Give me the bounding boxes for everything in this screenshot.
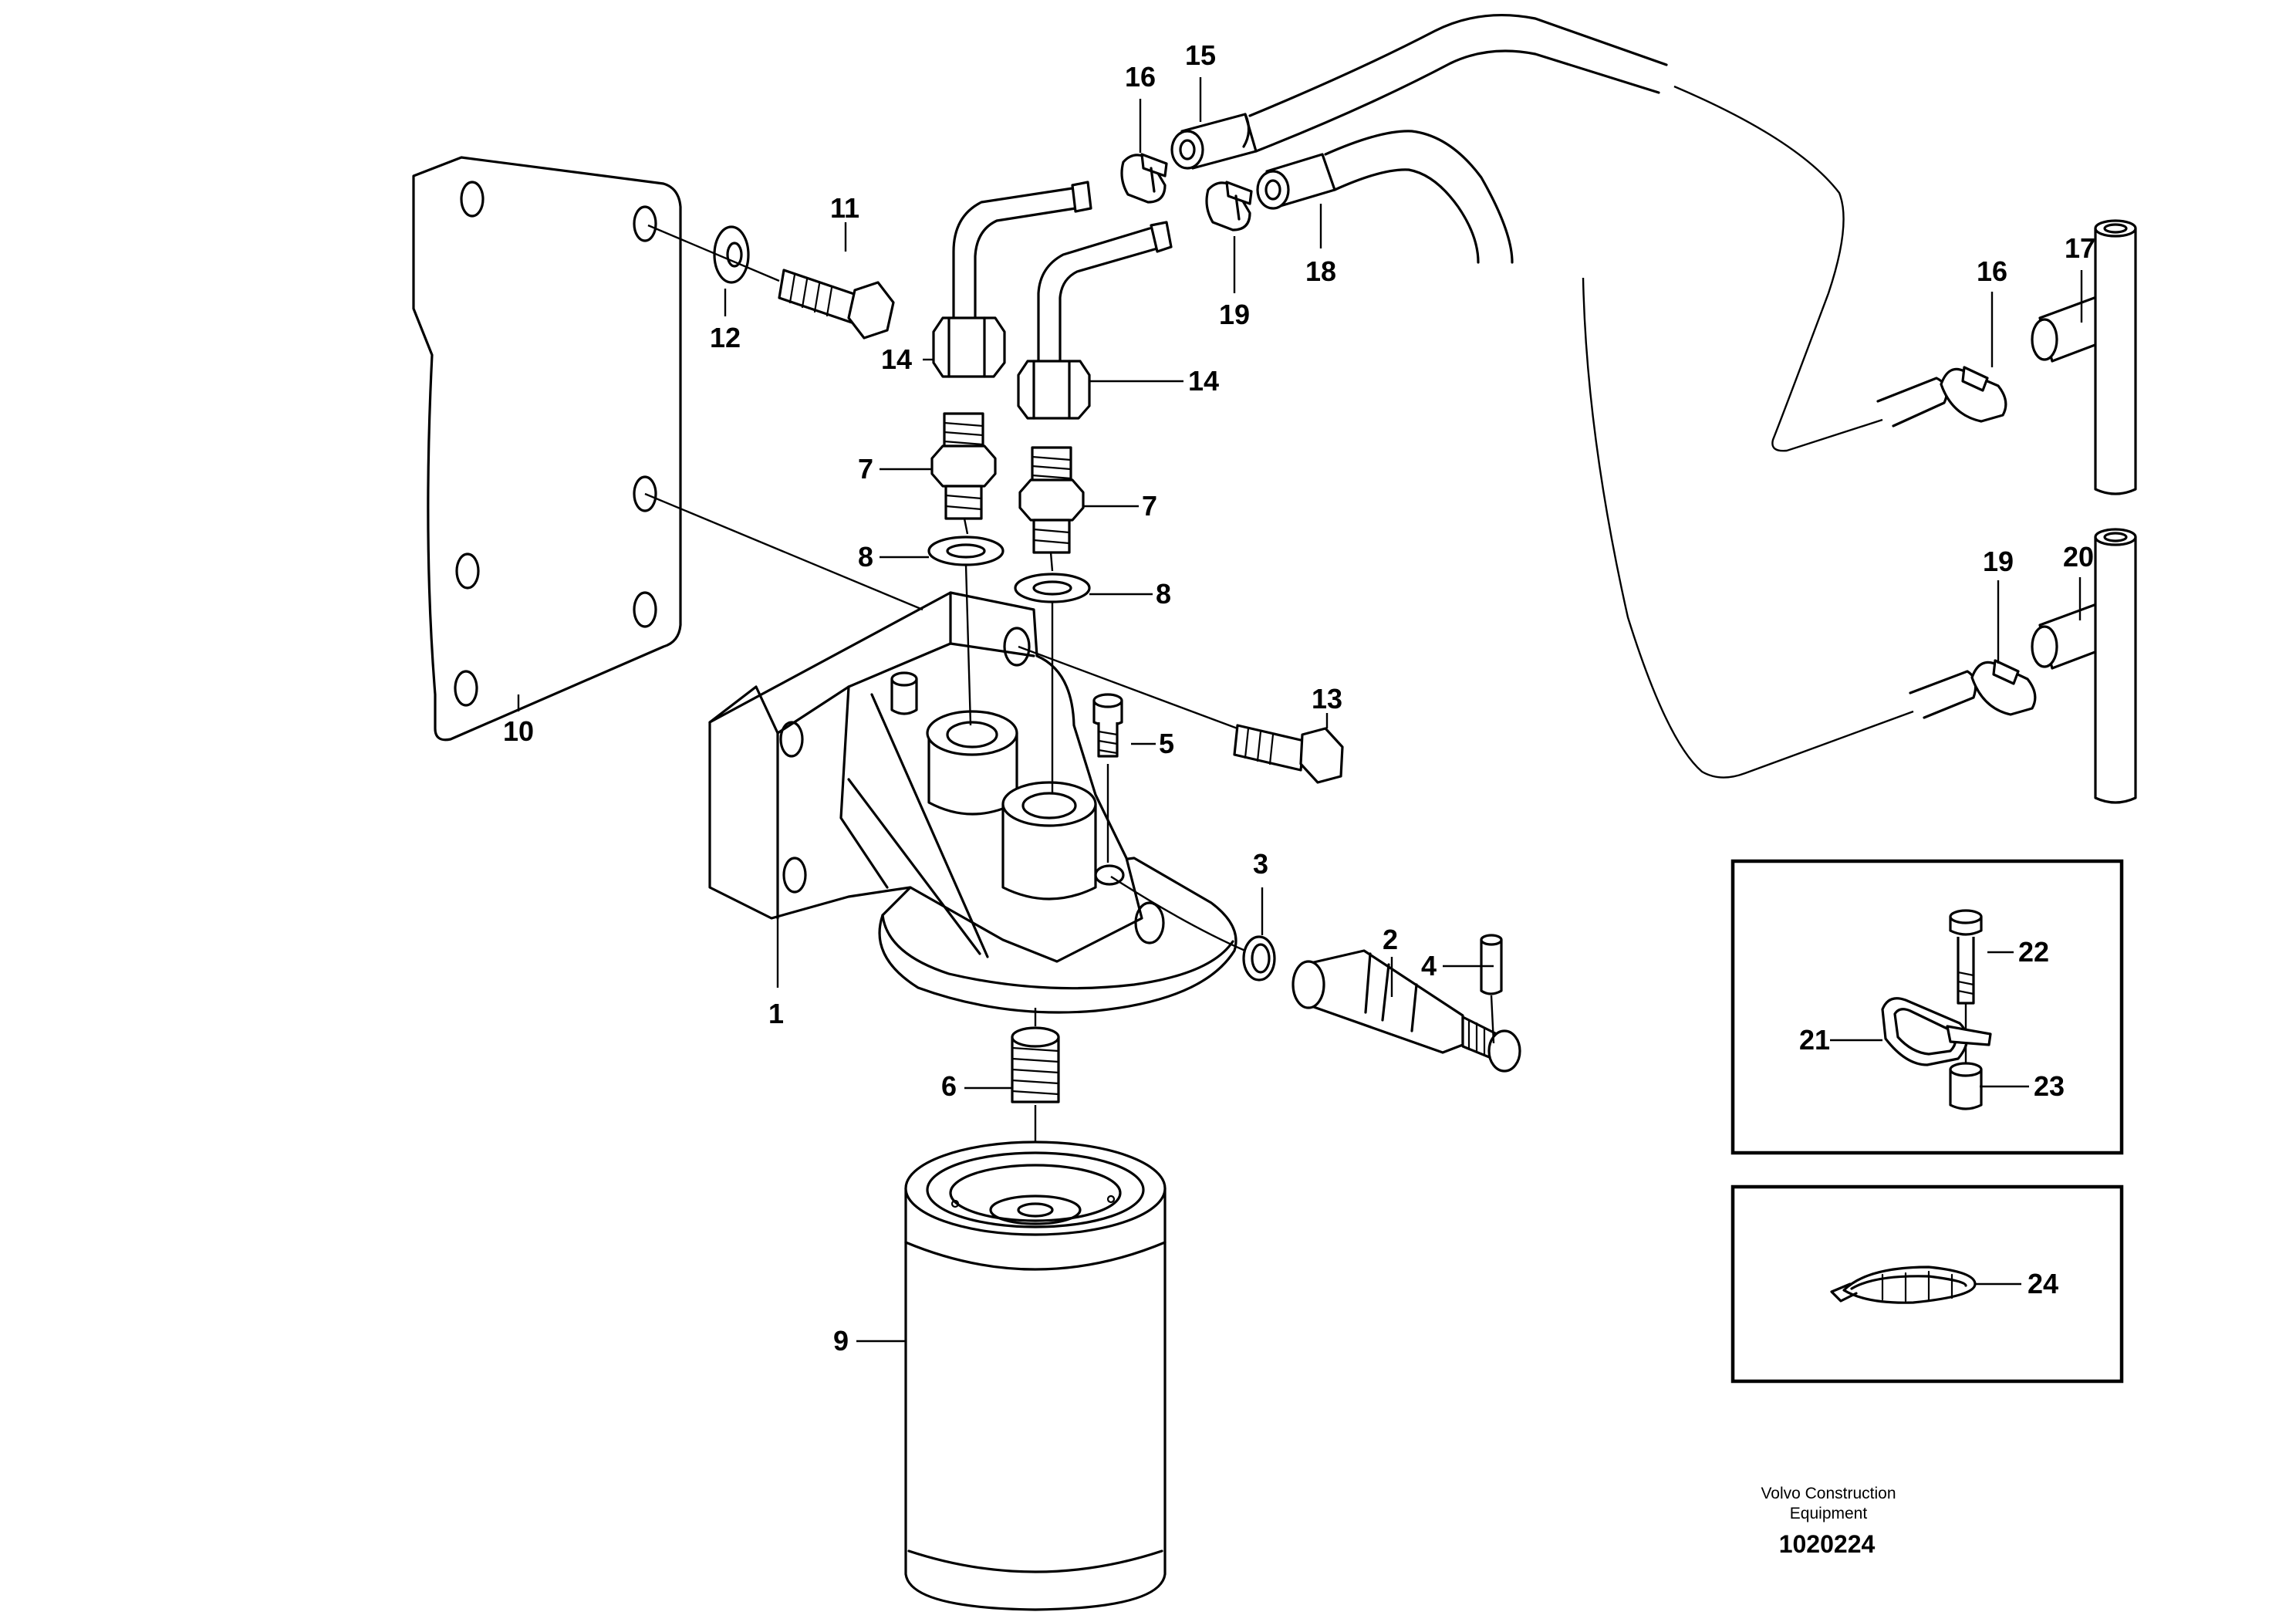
callout-14-right: 14: [1188, 365, 1219, 397]
callout-14-left: 14: [881, 343, 912, 375]
callout-2: 2: [1383, 924, 1398, 955]
callout-20: 20: [2063, 541, 2094, 573]
tee-20: [2031, 528, 2137, 804]
callout-11: 11: [830, 192, 859, 224]
callout-10: 10: [503, 715, 534, 747]
callout-15: 15: [1185, 39, 1216, 71]
inset-box-clamp-kit: [1730, 859, 2124, 1155]
inset-box-cable-tie: [1730, 1184, 2124, 1384]
mounting-plate: [412, 156, 682, 742]
filter-canister-9: [904, 1140, 1167, 1611]
callout-7-right: 7: [1142, 490, 1157, 522]
callout-12: 12: [710, 322, 741, 353]
pipe-right: [1037, 221, 1173, 363]
bolt-13: [1233, 724, 1344, 784]
callout-9: 9: [833, 1325, 849, 1357]
hose-15: [1170, 13, 1668, 170]
callout-1: 1: [768, 998, 784, 1029]
sensor-2: [1292, 949, 1521, 1073]
brand-line-2: Equipment: [1790, 1505, 1868, 1522]
filter-head-housing: [708, 591, 1237, 1014]
nipple-7-left: [930, 412, 997, 520]
callout-6: 6: [941, 1070, 957, 1102]
washer-8-left: [927, 536, 1004, 566]
hose-18: [1256, 130, 1514, 264]
callout-18: 18: [1305, 255, 1336, 287]
callout-16-top: 16: [1125, 61, 1156, 93]
brand-line-1: Volvo Construction: [1761, 1485, 1896, 1502]
callout-24: 24: [2028, 1268, 2058, 1299]
callout-23: 23: [2034, 1070, 2065, 1102]
callout-8-right: 8: [1156, 578, 1171, 610]
cushion-clamp-21: [1881, 997, 1992, 1066]
clamp-16-right: [1940, 366, 2007, 423]
callout-21: 21: [1799, 1024, 1830, 1056]
callout-7-left: 7: [858, 453, 873, 485]
callout-19-right: 19: [1983, 546, 2014, 577]
clamp-19-top: [1205, 181, 1253, 231]
clamp-16-top: [1120, 153, 1168, 204]
callout-22: 22: [2018, 936, 2049, 968]
nipple-7-right: [1018, 446, 1085, 554]
callout-3: 3: [1253, 848, 1268, 880]
tee-17: [2031, 219, 2137, 495]
washer-12: [713, 225, 750, 284]
pin-4: [1480, 934, 1503, 995]
callout-4: 4: [1421, 950, 1437, 982]
nipple-6: [1011, 1026, 1060, 1103]
hose-end-upper: [1876, 377, 1948, 427]
bolt-11: [778, 269, 895, 340]
hose-end-lower: [1909, 670, 1977, 719]
o-ring-3: [1242, 935, 1276, 982]
pipe-left: [952, 181, 1092, 319]
callout-13: 13: [1312, 683, 1342, 715]
nut-14-left: [932, 316, 1006, 378]
callout-19-top: 19: [1219, 299, 1250, 330]
clamp-19-right: [1970, 659, 2037, 716]
callout-8-left: 8: [858, 541, 873, 573]
callout-16-right: 16: [1977, 255, 2007, 287]
callout-17: 17: [2065, 232, 2095, 264]
washer-8-right: [1014, 573, 1091, 603]
screw-5: [1092, 693, 1123, 758]
document-number: 1020224: [1779, 1530, 1876, 1558]
spacer-23: [1949, 1062, 1983, 1110]
callout-5: 5: [1159, 728, 1174, 759]
nut-14-right: [1017, 360, 1091, 420]
